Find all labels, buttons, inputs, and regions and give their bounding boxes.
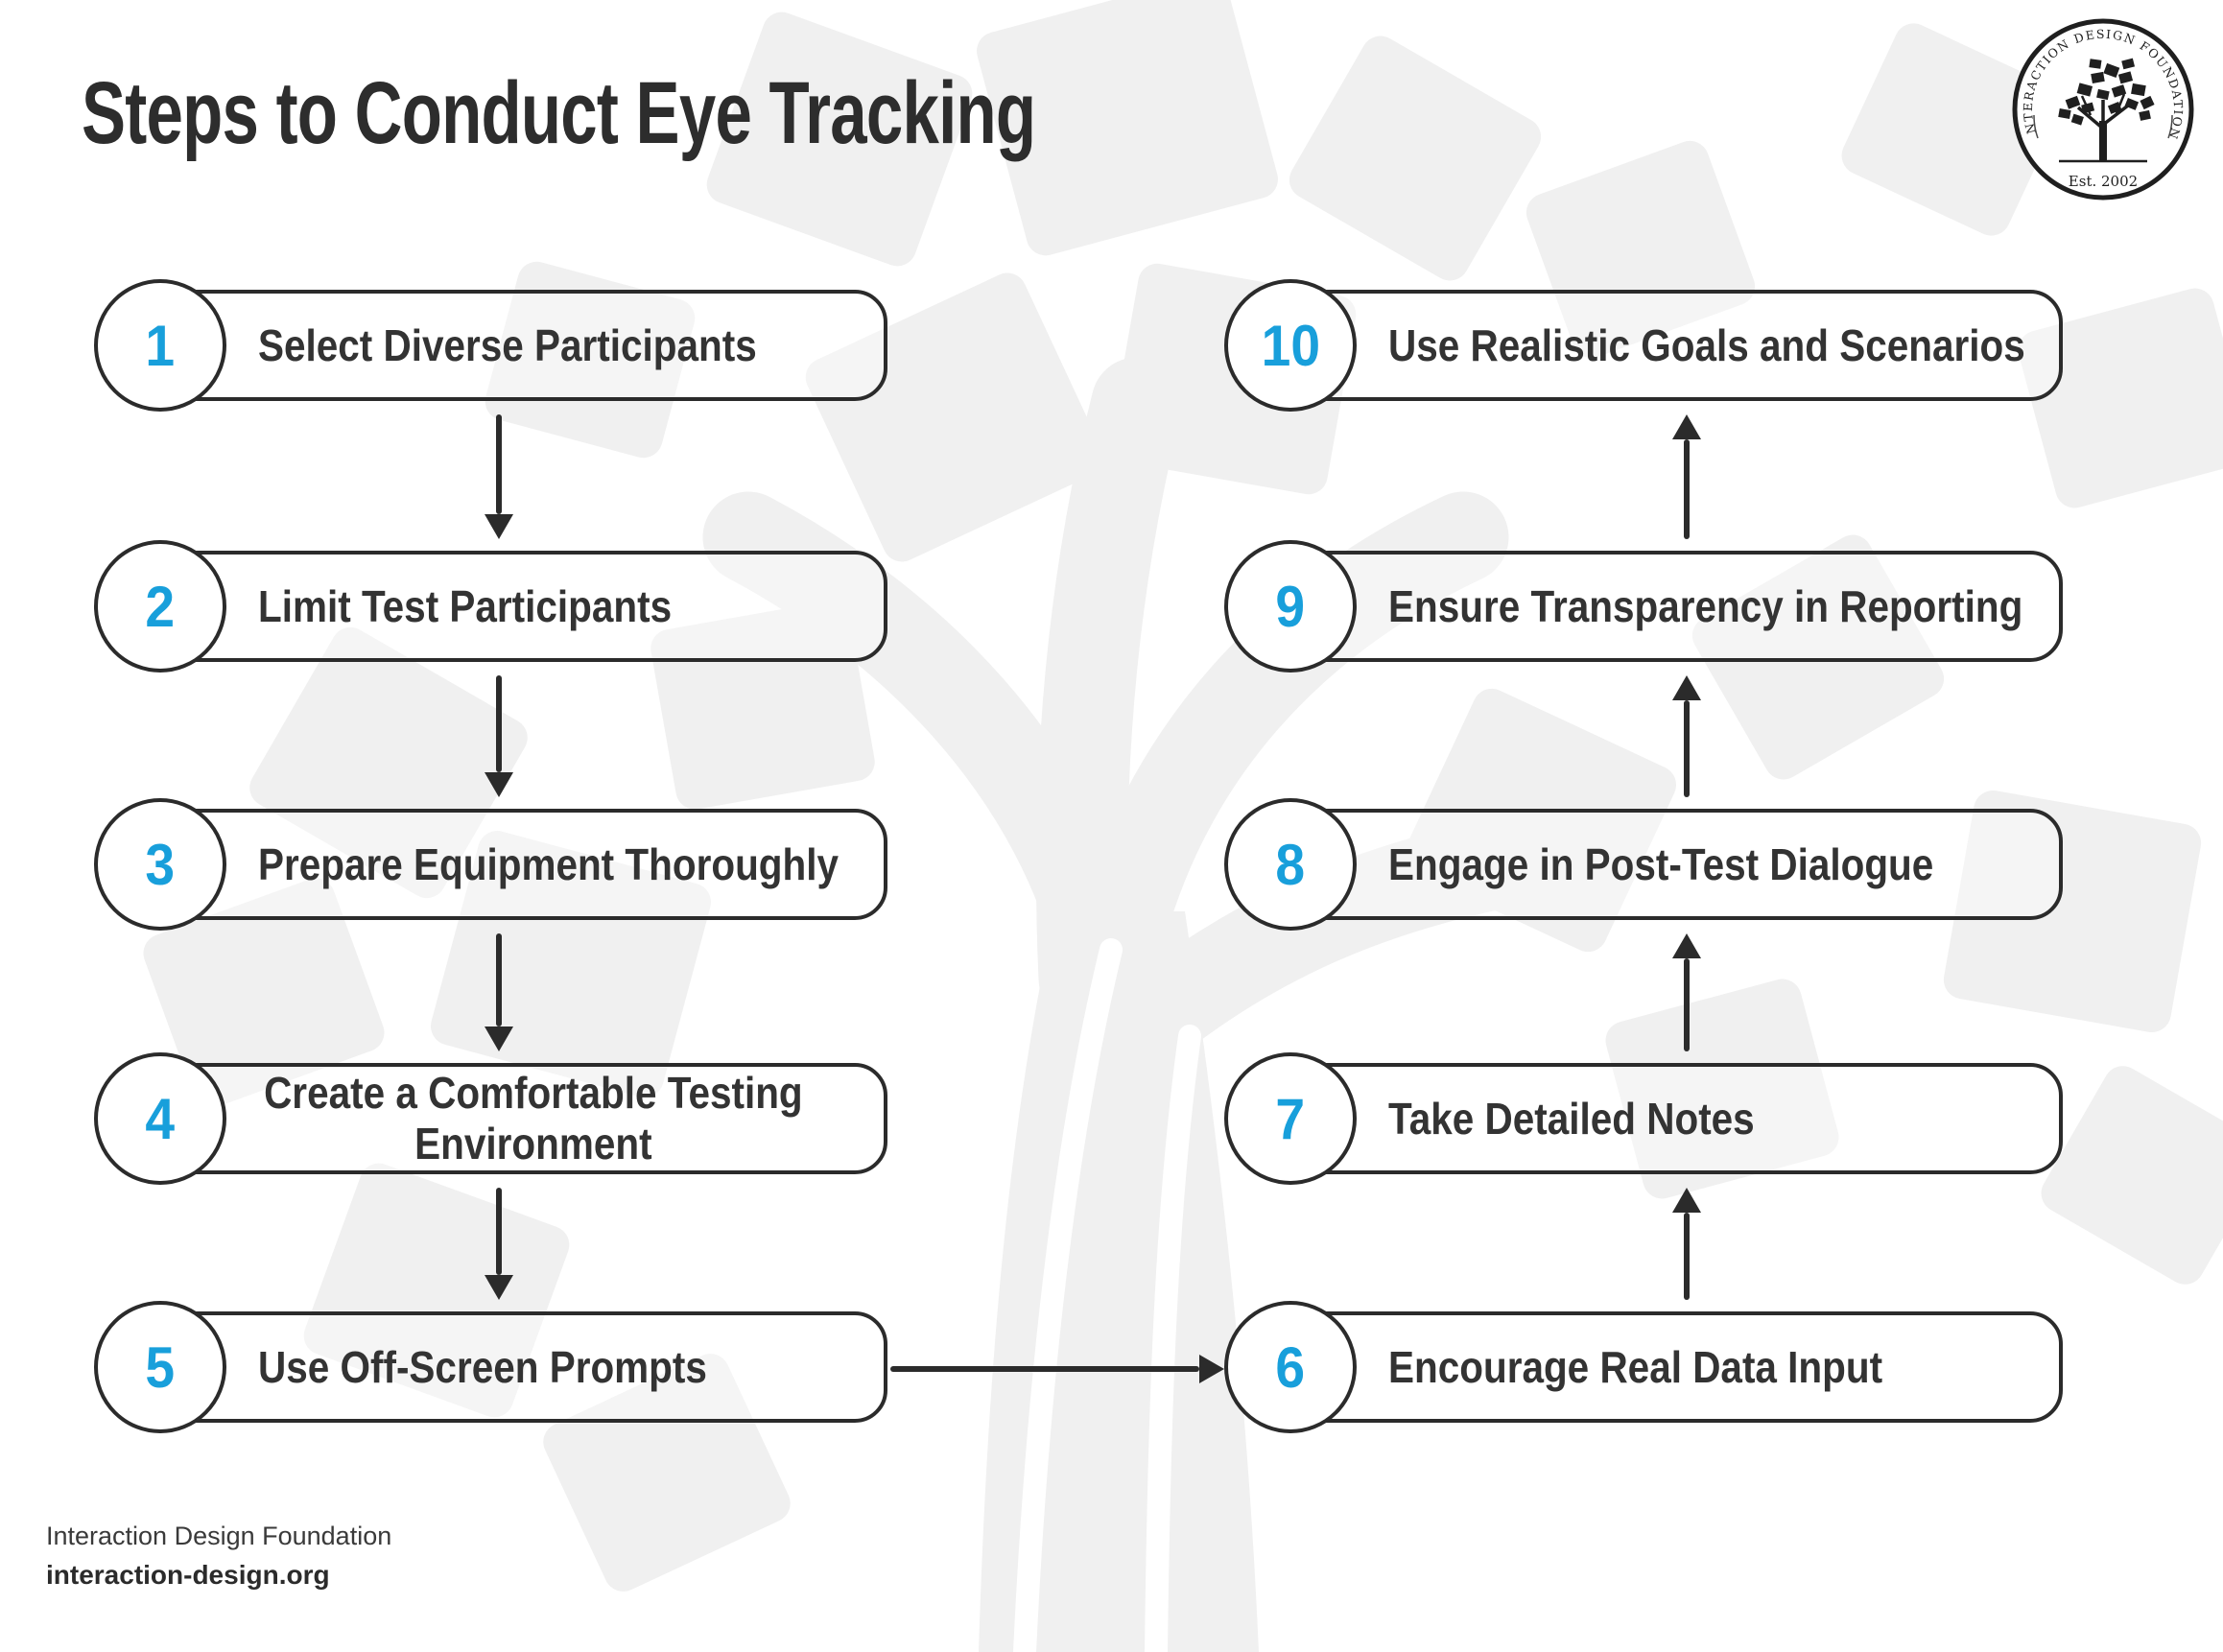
- logo-est-text: Est. 2002: [2069, 173, 2138, 190]
- step-number: 4: [145, 1086, 176, 1151]
- step-box-9: Ensure Transparency in Reporting: [1289, 551, 2063, 662]
- step-label: Ensure Transparency in Reporting: [1388, 580, 2023, 631]
- step-circle-5: 5: [94, 1301, 226, 1433]
- step-box-7: Take Detailed Notes: [1289, 1063, 2063, 1174]
- step-box-5: Use Off-Screen Prompts: [158, 1311, 887, 1423]
- step-circle-7: 7: [1224, 1052, 1357, 1185]
- step-box-6: Encourage Real Data Input: [1289, 1311, 2063, 1423]
- step-circle-9: 9: [1224, 540, 1357, 673]
- step-label: Use Off-Screen Prompts: [258, 1341, 707, 1392]
- step-label: Encourage Real Data Input: [1388, 1341, 1883, 1392]
- step-circle-8: 8: [1224, 798, 1357, 931]
- footer-website: interaction-design.org: [46, 1560, 330, 1590]
- footer: Interaction Design Foundation interactio…: [46, 1522, 391, 1591]
- step-circle-4: 4: [94, 1052, 226, 1185]
- step-number: 6: [1275, 1334, 1306, 1400]
- step-number: 7: [1275, 1086, 1306, 1151]
- page-title: Steps to Conduct Eye Tracking: [82, 64, 1036, 162]
- footer-org-name: Interaction Design Foundation: [46, 1522, 392, 1550]
- step-label: Use Realistic Goals and Scenarios: [1388, 319, 2025, 370]
- step-label: Limit Test Participants: [258, 580, 673, 631]
- step-box-8: Engage in Post-Test Dialogue: [1289, 809, 2063, 920]
- logo-tree-icon: [2058, 58, 2155, 163]
- step-box-3: Prepare Equipment Thoroughly: [158, 809, 887, 920]
- idf-logo: INTERACTION DESIGN FOUNDATION: [2009, 15, 2194, 201]
- step-label: Create a Comfortable Testing Environment: [264, 1068, 803, 1168]
- step-number: 5: [145, 1334, 176, 1400]
- step-circle-1: 1: [94, 279, 226, 412]
- step-number: 3: [145, 832, 176, 897]
- step-label: Engage in Post-Test Dialogue: [1388, 838, 1934, 889]
- step-box-1: Select Diverse Participants: [158, 290, 887, 401]
- step-box-2: Limit Test Participants: [158, 551, 887, 662]
- step-circle-3: 3: [94, 798, 226, 931]
- step-circle-2: 2: [94, 540, 226, 673]
- step-number: 10: [1261, 313, 1320, 378]
- step-number: 9: [1275, 574, 1306, 639]
- step-label: Prepare Equipment Thoroughly: [258, 838, 840, 889]
- step-number: 1: [145, 313, 176, 378]
- step-label: Take Detailed Notes: [1388, 1093, 1755, 1144]
- step-box-10: Use Realistic Goals and Scenarios: [1289, 290, 2063, 401]
- step-box-4: Create a Comfortable Testing Environment: [158, 1063, 887, 1174]
- step-number: 8: [1275, 832, 1306, 897]
- step-label: Select Diverse Participants: [258, 319, 757, 370]
- step-circle-6: 6: [1224, 1301, 1357, 1433]
- step-number: 2: [145, 574, 176, 639]
- step-circle-10: 10: [1224, 279, 1357, 412]
